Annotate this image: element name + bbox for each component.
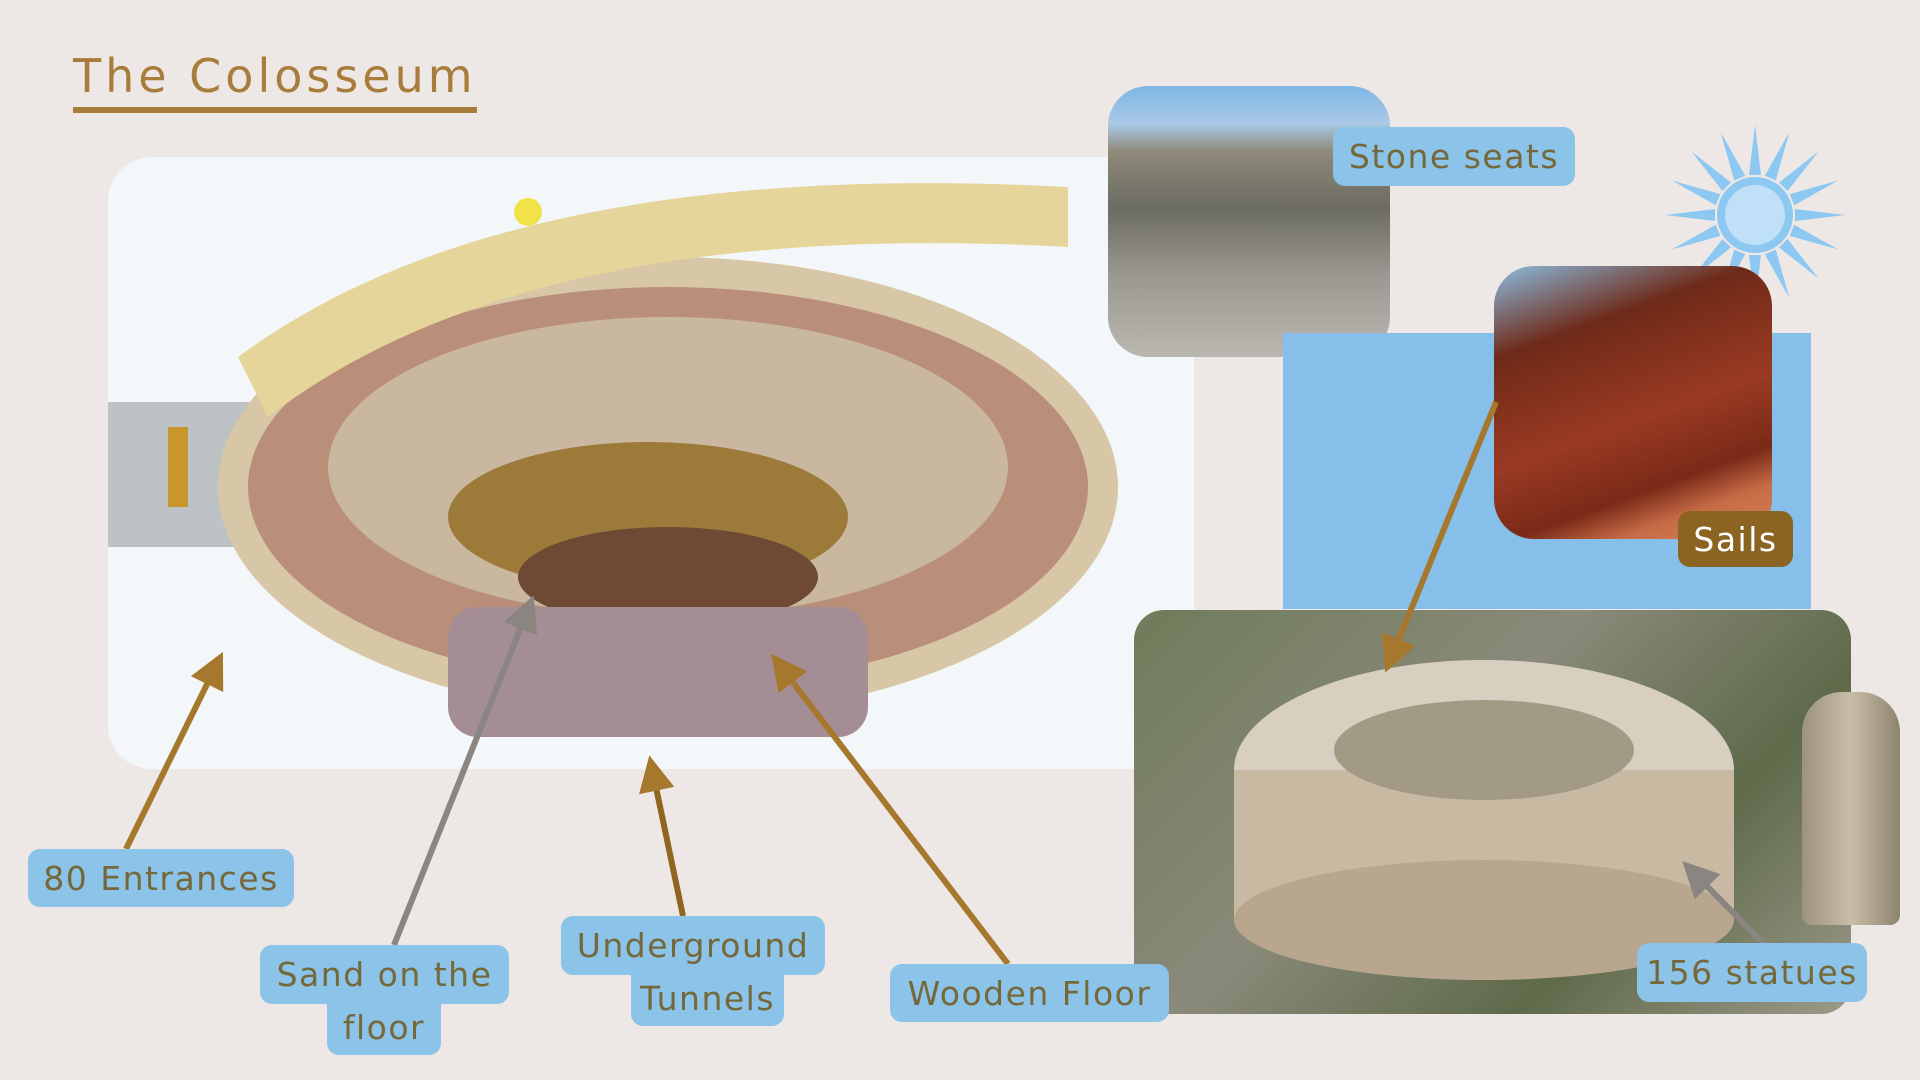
arrow-wooden-floor [771,653,1011,966]
entrances-label: 80 Entrances [28,849,294,907]
statues-label: 156 statues [1637,943,1867,1002]
sand-label-line1: Sand on the [260,945,509,1004]
sails-label: Sails [1678,511,1793,567]
tunnels-label-line1: Underground [561,916,825,975]
wooden-floor-label: Wooden Floor [890,964,1169,1022]
cutaway-drawing [108,183,1118,737]
statue-photo [1802,692,1900,925]
sand-label-line2: floor [327,1000,441,1055]
arrow-sails [1382,400,1499,673]
colosseum-cutaway-illustration [108,157,1194,769]
tunnels-label-line2: Tunnels [631,971,784,1026]
arrow-entrances [123,651,224,851]
arrow-statues [1682,861,1766,946]
stone-seats-label: Stone seats [1333,127,1575,186]
arrow-tunnels [639,755,686,917]
page-title: The Colosseum [73,50,477,113]
arrow-sand [391,595,538,947]
sun-icon [514,198,542,226]
sails-photo [1494,266,1772,539]
sun-icon [1660,120,1850,310]
